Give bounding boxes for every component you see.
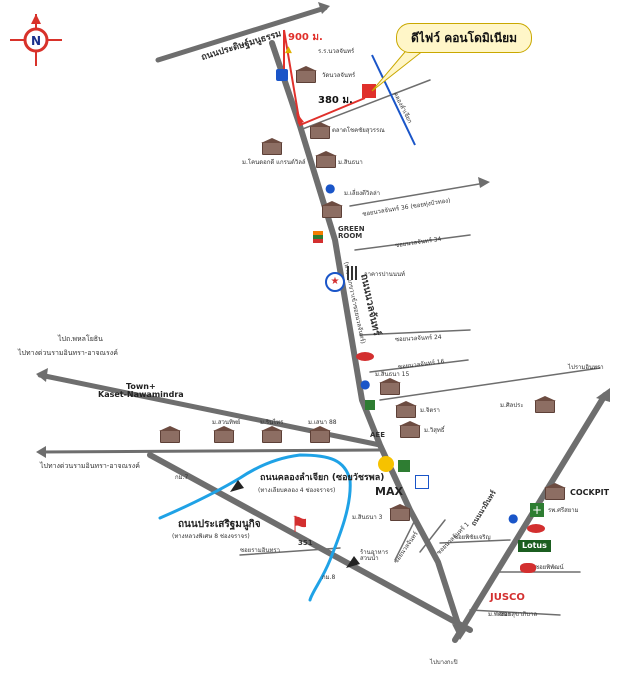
place-jusco: JUSCO: [490, 592, 525, 603]
road-label-left2: ไปทางด่วนรามอินทรา-อาจณรงค์: [40, 462, 140, 470]
market-icon: [309, 122, 331, 139]
road-label-prasert-sub: (ทางหลวงพิเศษ 8 ช่องจราจร): [172, 533, 250, 540]
place-lab: อาคารปานนนท์: [364, 271, 406, 278]
road-label-left1a: ไปถ.พหลโยธิน: [58, 335, 103, 343]
place-ae: AEE: [370, 431, 385, 439]
destination-marker: [362, 84, 376, 98]
place-village7: ม.สินธนา 3: [352, 514, 383, 521]
place-village3: ม.สินธนา 15: [375, 371, 410, 378]
hospital-icon: +: [530, 503, 544, 517]
gas-station3-icon: ●: [508, 511, 519, 525]
junction-arrows: [230, 480, 360, 568]
house3-icon: [309, 426, 331, 443]
place-cockpit: COCKPIT: [570, 488, 610, 497]
canal-path: [158, 453, 352, 602]
village5-icon: [395, 401, 417, 418]
project-name: ดีไฟว์ คอนโดมิเนียม: [410, 30, 518, 45]
road-arrows: [36, 2, 610, 640]
school-icon: ▲: [285, 45, 292, 55]
cockpit-icon: [544, 483, 566, 500]
village6-icon: [399, 421, 421, 438]
place-tesco-vill: ม.พัฒนา: [488, 611, 511, 618]
road-label-soi-rw: ซอยพิพัฒน์: [535, 564, 564, 571]
place-km8: กม.8: [322, 574, 336, 581]
project-callout: ดีไฟว์ คอนโดมิเนียม: [396, 23, 532, 53]
road-label-soi-kasem: ซอยพิชัยเจริญ: [454, 534, 491, 541]
place-house2: ม.รินไทร: [260, 419, 284, 426]
place-village2: ม.สินธนา: [338, 159, 363, 166]
toyota-icon: [520, 563, 536, 573]
compass-icon: N: [10, 14, 62, 66]
place-lotus: Lotus: [518, 540, 551, 552]
townplus-icon: [159, 426, 181, 443]
village7-icon: [389, 504, 411, 521]
esso2-icon: [527, 524, 545, 533]
place-vill6: ม.ศิลประ: [500, 402, 524, 409]
compass-letter: N: [31, 34, 41, 48]
distance-label-380: 380 ม.: [318, 95, 353, 106]
bank-icon: [276, 69, 288, 81]
place-green-room: GREEN ROOM: [338, 225, 365, 240]
road-label-canal-sub: (ทางเลียบคลอง 4 ช่องจราจร): [258, 487, 336, 494]
road-label-soi-sum: ซอยสุขาภิบาล: [500, 611, 538, 618]
house2-icon: [261, 426, 283, 443]
place-market: ตลาดโชคชัยสุวรรณ: [332, 127, 385, 134]
place-temple: วัดนวลจันทร์: [322, 72, 356, 79]
place-village1: ม.โคนดอกดี แกรนด์วิลล์: [242, 159, 306, 166]
place-park: ร้านอาหาร สวนน้ำ: [360, 549, 389, 562]
blue-river-line: [371, 54, 416, 146]
pharmacy-icon: [365, 400, 375, 410]
road-label-to-min: ไปรามอินทรา: [568, 364, 604, 371]
road-label-prasert: ถนนประเสริฐมนูกิจ: [178, 519, 261, 530]
place-village5: ม.วิสุทธิ์: [424, 427, 445, 434]
distance-label-900: 900 ม.: [288, 32, 323, 43]
place-km7: กม.7: [175, 474, 189, 481]
place-school: ร.ร.นวลจันทร์: [318, 48, 355, 55]
place-village4: ม.จิตรา: [420, 407, 440, 414]
shell-icon: [378, 456, 394, 472]
road-network: [37, 5, 608, 643]
house1-icon: [213, 426, 235, 443]
place-hospital: รพ.ศรีสยาม: [548, 507, 579, 514]
place-townplus: Town+ Kaset-Nawamindra: [98, 382, 184, 399]
gas-station2-icon: ●: [360, 377, 371, 391]
ptt-icon: [415, 475, 429, 489]
km351-icon: ⚑: [290, 513, 310, 538]
temple-icon: [295, 66, 317, 83]
esso-icon: [356, 352, 374, 361]
village3-icon: [321, 201, 343, 218]
caltex-icon: ★: [325, 272, 345, 292]
place-max: MAX: [375, 485, 403, 498]
village8-icon: [534, 396, 556, 413]
place-gas1: ม.เลี่ยงตีวิลล่า: [344, 190, 381, 197]
seven-eleven-icon: [313, 231, 323, 243]
place-351: 351: [298, 539, 313, 547]
destination-marker-arrow: [296, 112, 304, 124]
place-house3: ม.เสนา 88: [308, 419, 337, 426]
village2-icon: [315, 151, 337, 168]
village1-icon: [261, 138, 283, 155]
road-label-canal: ถนนคลองลำเจียก (ซอยวัชรพล): [260, 473, 385, 483]
store-icon: [398, 460, 410, 472]
place-house1: ม.สวนทิพย์: [212, 419, 241, 426]
road-label-soi-ram: ซอยรามอินทรา: [240, 547, 280, 554]
village4-icon: [379, 378, 401, 395]
road-label-left1b: ไปทางด่วนรามอินทรา-อาจณรงค์: [18, 349, 118, 357]
distance-route: [283, 29, 366, 127]
building-icon: [347, 266, 358, 280]
gas-station-icon: ●: [325, 181, 336, 195]
road-label-to-bottom: ไปบางกะปิ: [430, 659, 458, 666]
